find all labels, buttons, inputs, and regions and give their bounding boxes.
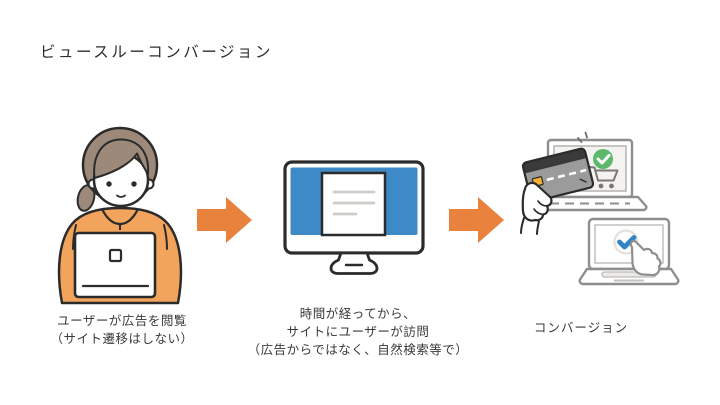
- site-visit-illustration: [282, 158, 428, 280]
- blue-check-icon: [617, 235, 637, 250]
- caption-line: ユーザーが広告を閲覧: [57, 314, 187, 328]
- arrow-right-icon: [449, 196, 505, 244]
- desktop-monitor-icon: [283, 160, 425, 275]
- diagram-title: ビュースルーコンバージョン: [40, 44, 273, 61]
- caption-line: 時間が経ってから、: [299, 307, 417, 321]
- caption-line: （広告からではなく、自然検索等で）: [247, 342, 469, 357]
- caption-line: （サイト遷移はしない）: [50, 331, 194, 346]
- step-caption-site-visit: 時間が経ってから、 サイトにユーザーが訪問 （広告からではなく、自然検索等で）: [237, 306, 479, 359]
- user-viewing-ad-illustration: [50, 118, 190, 305]
- bangs: [93, 138, 150, 179]
- shopping-cart-icon: [588, 166, 619, 189]
- conversion-illustration: [516, 126, 681, 302]
- hand-holding-card-icon: [520, 181, 553, 235]
- mouth: [116, 194, 126, 198]
- caption-line: コンバージョン: [533, 321, 629, 335]
- pointing-hand-icon: [629, 239, 662, 277]
- success-check-icon: [593, 149, 613, 169]
- arrow-right-icon: [197, 196, 253, 244]
- step-caption-ad-view: ユーザーが広告を閲覧 （サイト遷移はしない）: [28, 313, 216, 349]
- woman-using-laptop-icon: [57, 126, 183, 305]
- laptop-icon: [73, 231, 157, 299]
- caption-line: サイトにユーザーが訪問: [286, 324, 430, 339]
- monitor-stand: [329, 251, 379, 275]
- conversion-laptop-icon: [578, 217, 680, 286]
- webpage-text-lines: [332, 190, 376, 216]
- step-caption-conversion: コンバージョン: [503, 320, 659, 338]
- sparkle-icon: [577, 131, 588, 143]
